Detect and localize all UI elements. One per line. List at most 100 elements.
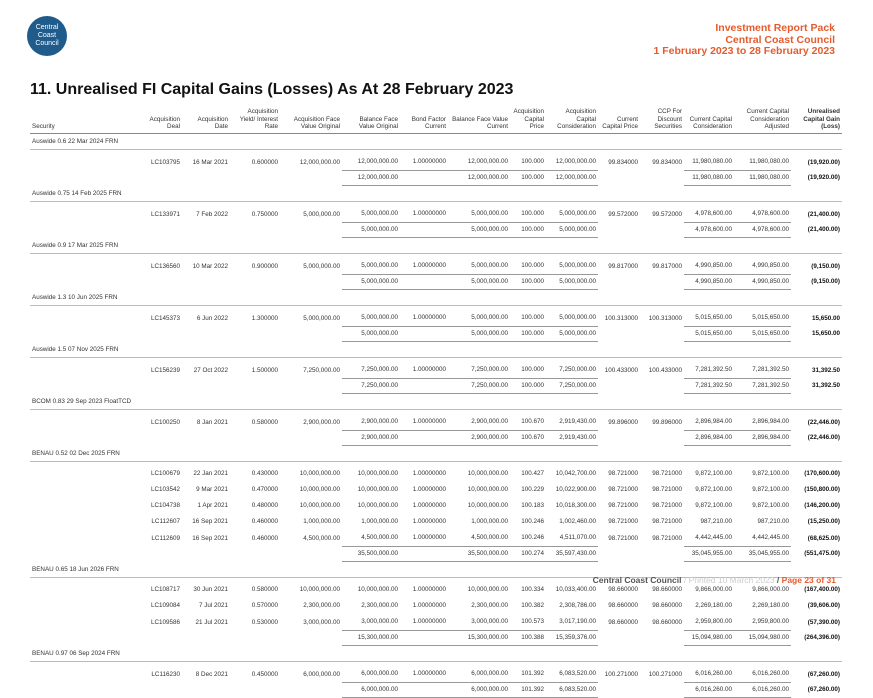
table-cell: 100.000: [510, 325, 546, 342]
empty-cell: [598, 274, 640, 289]
empty-cell: [400, 273, 448, 290]
table-cell: 0.570000: [251, 602, 278, 610]
table-cell: 100.000: [510, 169, 546, 186]
empty-cell: [598, 326, 640, 341]
table-cell: 1,000,000.00: [471, 518, 508, 526]
empty-cell: [400, 629, 448, 646]
security-row: Auswide 0.75 14 Feb 2025 FRN: [30, 185, 842, 202]
table-cell: 21 Jul 2021: [195, 618, 228, 626]
page-title: 11. Unrealised FI Capital Gains (Losses)…: [30, 81, 514, 98]
table-cell: 2,269,180.00: [752, 602, 789, 610]
table-cell: 1 Apr 2021: [197, 502, 228, 510]
table-cell: 5,000,000.00: [342, 221, 400, 238]
table-cell: 5,000,000.00: [361, 314, 398, 322]
table-cell: 2,300,000.00: [303, 602, 340, 610]
table-cell: 5,000,000.00: [303, 262, 340, 270]
table-cell: 5,000,000.00: [303, 314, 340, 322]
table-cell: 1.00000000: [412, 418, 446, 426]
table-cell: 0.460000: [251, 534, 278, 542]
empty-cell: [30, 666, 142, 683]
empty-cell: [30, 530, 142, 547]
empty-cell: [30, 498, 142, 514]
empty-cell: [400, 221, 448, 238]
empty-cell: [30, 326, 142, 341]
table-cell: 101.392: [510, 681, 546, 698]
table-cell: 100.246: [521, 518, 544, 526]
table-cell: 5,000,000.00: [448, 325, 510, 342]
table-cell: 15,094,980.00: [684, 629, 734, 646]
empty-cell: [280, 430, 342, 445]
table-cell: 100.388: [510, 629, 546, 646]
table-cell: LC112609: [151, 534, 180, 542]
table-cell: 99.572000: [608, 210, 638, 218]
empty-cell: [182, 326, 230, 341]
table-cell: 98.660000: [652, 618, 682, 626]
table-cell: 2,900,000.00: [303, 418, 340, 426]
logo-line: Coast: [37, 32, 57, 39]
table-cell: 0.900000: [251, 262, 278, 270]
empty-cell: [598, 630, 640, 645]
table-cell: 6,016,260.00: [752, 670, 789, 678]
table-cell: 100.229: [521, 486, 544, 494]
table-cell: 100.000: [521, 314, 544, 322]
column-header: Bond Factor Current: [400, 108, 448, 134]
table-cell: 16 Mar 2021: [192, 158, 228, 166]
table-cell: 2,269,180.00: [695, 602, 732, 610]
table-cell: 100.334: [521, 586, 544, 594]
table-cell: (170,600.00): [804, 470, 840, 478]
table-cell: 99.896000: [652, 418, 682, 426]
security-row: Auswide 0.6 22 Mar 2024 FRN: [30, 133, 842, 150]
table-cell: 0.450000: [251, 670, 278, 678]
table-cell: 27 Oct 2022: [193, 366, 228, 374]
table-cell: 35,597,430.00: [546, 545, 598, 562]
table-cell: 8 Jan 2021: [196, 418, 228, 426]
table-cell: 98.721000: [652, 518, 682, 526]
table-cell: 3,000,000.00: [361, 618, 398, 626]
table-cell: 5,000,000.00: [361, 262, 398, 270]
empty-cell: [280, 326, 342, 341]
column-header: Acquisition Yield/ Interest Rate: [230, 108, 280, 134]
empty-cell: [182, 430, 230, 445]
table-cell: 7,250,000.00: [471, 366, 508, 374]
table-cell: 0.480000: [251, 502, 278, 510]
empty-cell: [230, 326, 280, 341]
table-cell: 10,000,000.00: [467, 470, 508, 478]
table-cell: 100.433000: [604, 366, 638, 374]
table-cell: 100.271000: [648, 670, 682, 678]
table-cell: 98.660000: [608, 586, 638, 594]
empty-cell: [400, 169, 448, 186]
report-pack-title: Investment Report Pack: [715, 22, 835, 34]
table-cell: 98.721000: [652, 470, 682, 478]
table-cell: 1,000,000.00: [361, 518, 398, 526]
empty-cell: [30, 206, 142, 223]
table-cell: 7 Feb 2022: [196, 210, 228, 218]
empty-cell: [280, 222, 342, 237]
security-name: BENAU 0.97 06 Sep 2024 FRN: [30, 645, 842, 662]
table-cell: 7,281,392.50: [695, 366, 732, 374]
footer-printed-date: Printed 10 March 2023: [688, 575, 775, 585]
table-cell: 6,000,000.00: [303, 670, 340, 678]
table-cell: 0.530000: [251, 618, 278, 626]
table-cell: 11,980,080.00: [749, 158, 789, 166]
table-cell: (167,400.00): [804, 586, 840, 594]
table-cell: 6,016,260.00: [684, 681, 734, 698]
table-cell: 3,000,000.00: [303, 618, 340, 626]
column-header: Balance Face Value Current: [448, 108, 510, 134]
table-cell: 6,000,000.00: [361, 670, 398, 678]
table-cell: 100.433000: [648, 366, 682, 374]
security-name: BENAU 0.52 02 Dec 2025 FRN: [30, 445, 842, 462]
empty-cell: [598, 222, 640, 237]
empty-cell: [30, 582, 142, 598]
table-cell: LC112607: [151, 518, 180, 526]
table-cell: 6,000,000.00: [471, 670, 508, 678]
security-name: BENAU 0.65 18 Jun 2026 FRN: [30, 561, 842, 578]
empty-cell: [142, 682, 182, 697]
table-cell: 5,000,000.00: [342, 325, 400, 342]
table-cell: 100.000: [510, 221, 546, 238]
empty-cell: [598, 546, 640, 561]
